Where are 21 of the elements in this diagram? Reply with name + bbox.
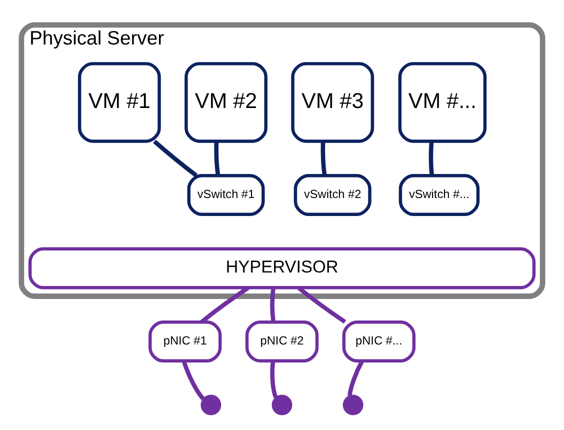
connector: [428, 140, 434, 176]
node-circle: [272, 394, 292, 415]
connector: [182, 360, 205, 400]
node-box: pNIC #...: [342, 320, 416, 362]
node-box: HYPERVISOR: [28, 246, 536, 289]
connector: [320, 140, 327, 176]
node-box: vSwitch #1: [187, 174, 265, 216]
node-box: pNIC #2: [245, 320, 319, 362]
connector: [153, 139, 198, 177]
connector: [270, 287, 276, 322]
node-circle: [342, 394, 364, 415]
node-box: VM #2: [184, 62, 268, 142]
node-box: VM #3: [291, 62, 374, 142]
connector: [270, 360, 278, 398]
node-box: VM #1: [78, 62, 161, 142]
node-circle: [200, 394, 222, 415]
connector: [214, 140, 220, 176]
node-box: pNIC #1: [148, 320, 222, 362]
node-box: vSwitch #2: [294, 174, 372, 216]
node-box: VM #...: [398, 62, 487, 142]
node-box: vSwitch #...: [398, 174, 480, 216]
